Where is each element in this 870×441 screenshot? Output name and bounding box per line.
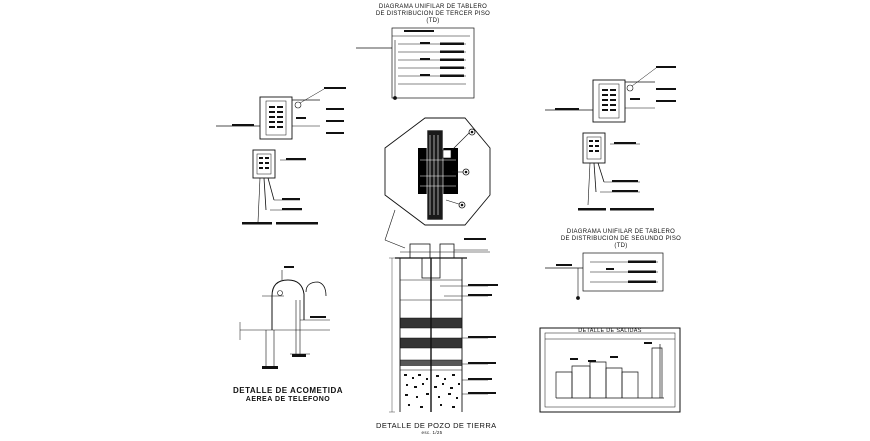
pozo-scale: esc. 1/25	[421, 430, 443, 435]
diagram-tercer-piso	[356, 27, 475, 100]
diagram-tercer-title-1: DIAGRAMA UNIFILAR DE TABLERO	[378, 4, 488, 10]
tablero-box-left-lower	[242, 149, 318, 225]
diagram-segundo-piso	[545, 252, 664, 300]
tablero-box-right-lower	[578, 132, 654, 211]
gravel-fill	[404, 374, 460, 408]
diagram-tercer-title-2: DE DISTRIBUCION DE TERCER PISO	[375, 11, 491, 17]
salidas-detail	[539, 327, 681, 413]
circuit-lines-tercer	[398, 43, 466, 85]
acometida-title-2: AEREA DE TELEFONO	[245, 396, 331, 403]
circuit-labels-tercer	[404, 30, 464, 77]
diagram-segundo-title-3: (TD)	[614, 243, 628, 249]
pozo-title: DETALLE DE POZO DE TIERRA	[376, 421, 497, 430]
diagram-segundo-title-2: DE DISTRIBUCION DE SEGUNDO PISO	[560, 236, 682, 242]
pozo-magnified-octagon	[384, 117, 491, 249]
diagram-tercer-title-3: (TD)	[426, 18, 440, 24]
acometida-title-1: DETALLE DE ACOMETIDA	[233, 386, 343, 395]
tablero-detail-left	[216, 87, 346, 140]
diagram-segundo-title-1: DIAGRAMA UNIFILAR DE TABLERO	[566, 229, 676, 235]
acometida-detail	[239, 266, 330, 369]
pozo-section	[389, 238, 498, 413]
tablero-detail-right	[545, 66, 676, 123]
salidas-title: DETALLE DE SALIDAS	[578, 328, 642, 334]
